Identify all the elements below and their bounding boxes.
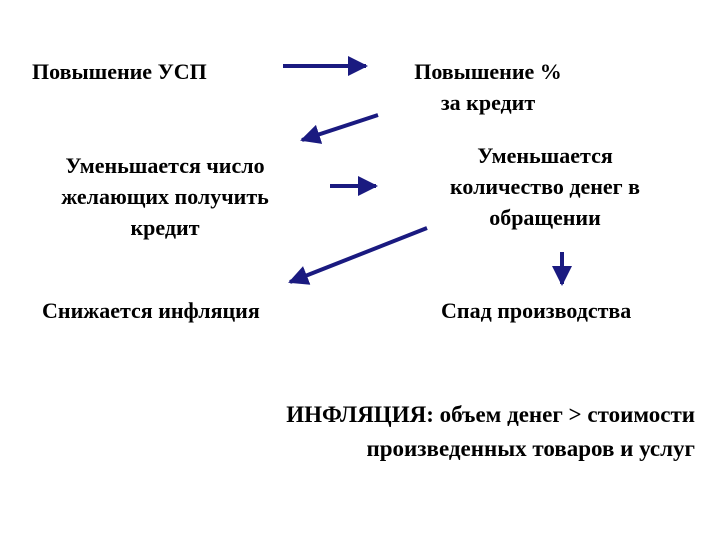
node-money-decrease: Уменьшается количество денег в обращении: [405, 140, 685, 233]
node-money-decrease-line-1: Уменьшается: [477, 143, 613, 168]
node-borrowers-decrease-line-3: кредит: [130, 215, 200, 240]
node-borrowers-decrease-line-2: желающих получить: [61, 184, 269, 209]
arrow-rate-to-borrowers: [300, 113, 379, 144]
inflation-definition: ИНФЛЯЦИЯ: объем денег > стоимости произв…: [150, 398, 695, 466]
node-usp-increase: Повышение УСП: [32, 56, 207, 87]
node-rate-increase-line-2: за кредит: [440, 90, 536, 115]
node-rate-increase: Повышение % за кредит: [368, 56, 608, 118]
node-rate-increase-line-1: Повышение %: [414, 59, 562, 84]
node-borrowers-decrease: Уменьшается число желающих получить кред…: [25, 150, 305, 243]
node-production-decline-text: Спад производства: [441, 298, 632, 323]
inflation-definition-line-2: произведенных товаров и услуг: [366, 436, 695, 461]
arrow-money-to-inflation: [288, 226, 428, 285]
inflation-definition-line-1: ИНФЛЯЦИЯ: объем денег > стоимости: [286, 402, 695, 427]
node-inflation-decrease: Снижается инфляция: [42, 295, 260, 326]
node-usp-increase-text: Повышение УСП: [32, 59, 207, 84]
node-production-decline: Спад производства: [441, 295, 631, 326]
node-inflation-decrease-text: Снижается инфляция: [42, 298, 260, 323]
node-money-decrease-line-3: обращении: [489, 205, 601, 230]
node-money-decrease-line-2: количество денег в: [449, 174, 641, 199]
node-borrowers-decrease-line-1: Уменьшается число: [65, 153, 265, 178]
